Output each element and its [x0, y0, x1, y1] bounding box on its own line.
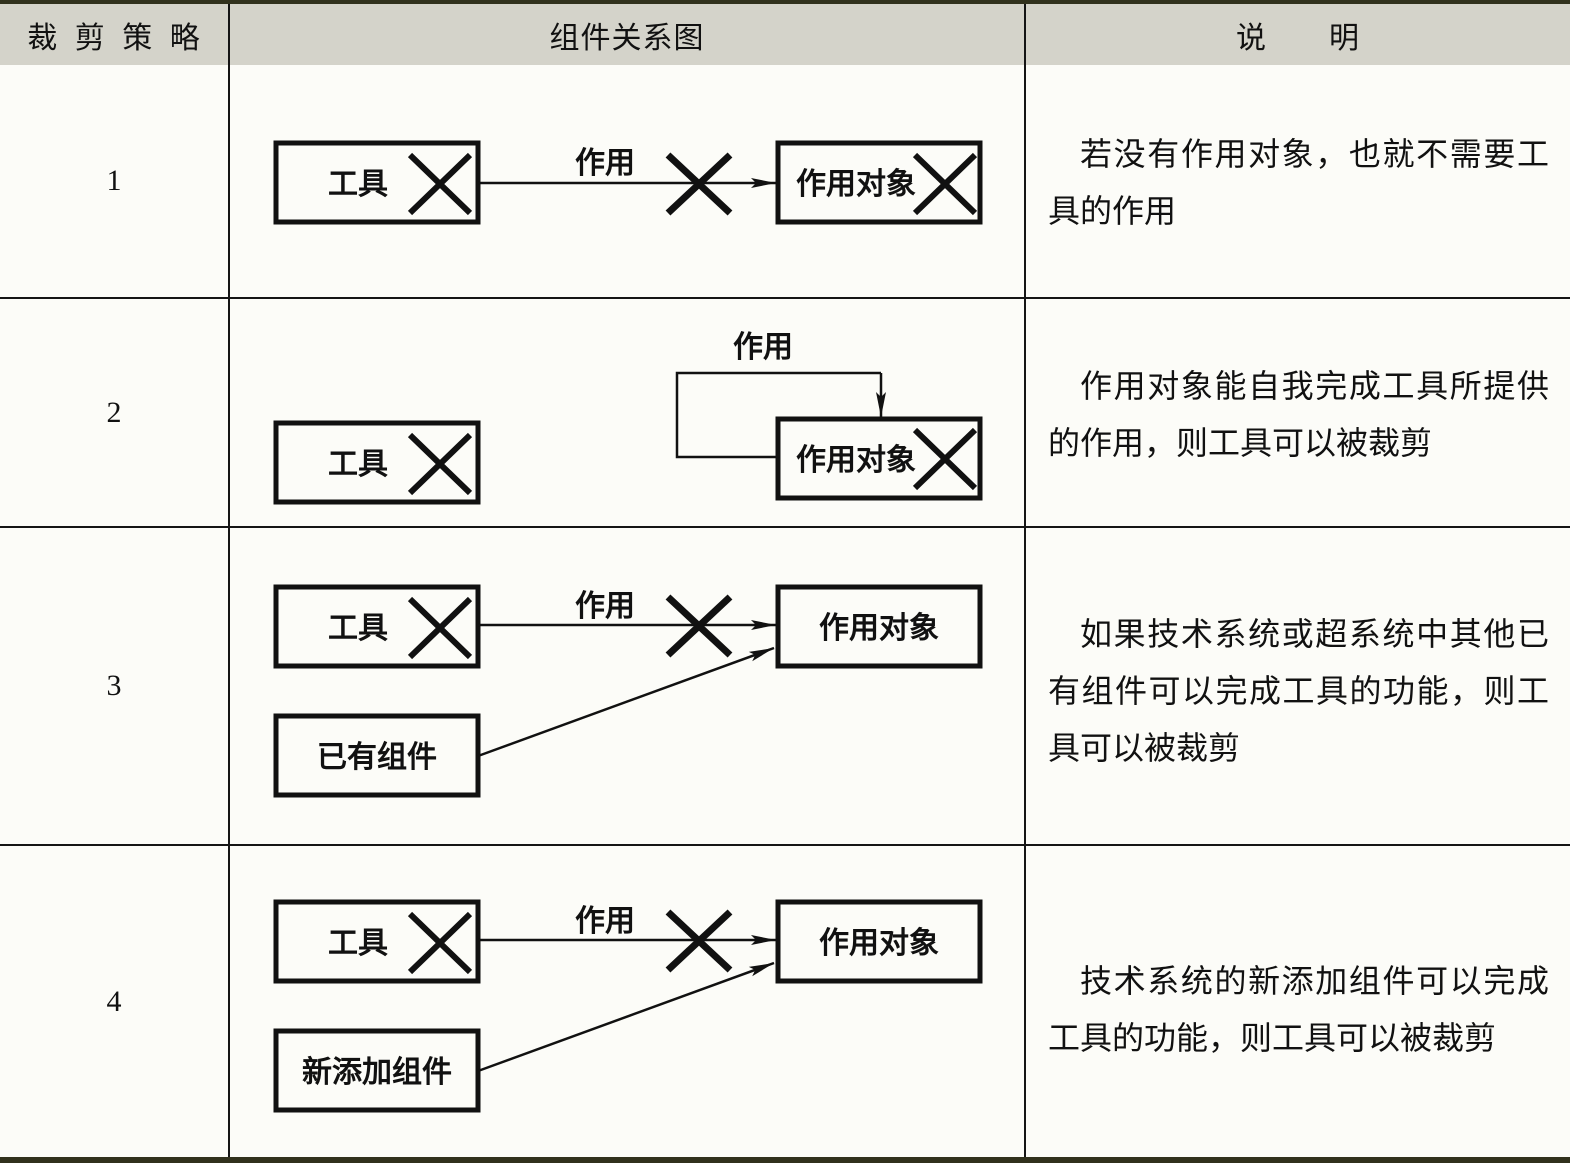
header-diagram: 组件关系图: [230, 4, 1026, 65]
action-removed-x-icon: [665, 594, 733, 658]
diagram-existing-component: 工具 作用 作用对象 已有组件: [273, 584, 983, 798]
row2-diagram-cell: 工具 作用 作用对象: [230, 299, 1026, 528]
tool-box: [273, 584, 481, 669]
object-box-label: 作用对象: [796, 444, 916, 477]
object-box-label: 作用对象: [819, 927, 939, 960]
object-box-label: 作用对象: [819, 612, 939, 645]
diagram-new-component: 工具 作用 作用对象 新添加组件: [273, 899, 983, 1113]
object-trimmed-x-icon: [912, 427, 978, 491]
action-label: 作用: [575, 147, 635, 180]
tool-trimmed-x-icon: [407, 911, 473, 975]
action-removed-x-icon: [665, 909, 733, 973]
action-label: 作用: [733, 331, 793, 364]
tool-box: [273, 899, 481, 984]
strategy-number: 4: [106, 984, 122, 1018]
self-action-loop-line: [675, 371, 881, 459]
replacement-action-arrow: [477, 961, 775, 1073]
new-component-label: 新添加组件: [302, 1055, 452, 1089]
tool-box-label: 工具: [328, 168, 388, 201]
header-note: 说 明: [1026, 4, 1570, 65]
note-text: 作用对象能自我完成工具所提供的作用，则工具可以被裁剪: [1048, 368, 1549, 461]
object-box: [775, 584, 983, 669]
row4-diagram-cell: 工具 作用 作用对象 新添加组件: [230, 846, 1026, 1157]
tool-trimmed-x-icon: [407, 432, 473, 496]
tool-box: [273, 420, 481, 505]
object-box-label: 作用对象: [796, 168, 916, 201]
strategy-number: 3: [106, 669, 122, 702]
object-trimmed-x-icon: [912, 152, 978, 216]
row1-number-cell: 1: [0, 65, 230, 299]
row1-note-cell: 若没有作用对象，也就不需要工具的作用: [1026, 65, 1570, 299]
note-text: 若没有作用对象，也就不需要工具的作用: [1048, 136, 1549, 229]
header-strategy-label: 裁 剪 策 略: [27, 21, 201, 55]
row4-note-cell: 技术系统的新添加组件可以完成工具的功能，则工具可以被裁剪: [1026, 846, 1570, 1157]
header-diagram-label: 组件关系图: [549, 21, 705, 55]
object-box: [775, 140, 983, 225]
strategy-number: 2: [106, 395, 122, 429]
action-label: 作用: [575, 905, 635, 938]
object-box: [775, 899, 983, 984]
row3-number-cell: 3: [0, 528, 230, 846]
row3-diagram-cell: 工具 作用 作用对象 已有组件: [230, 528, 1026, 846]
row1-diagram-cell: 工具 作用 作用对象: [230, 65, 1026, 299]
tool-trimmed-x-icon: [407, 152, 473, 216]
strategy-number: 1: [106, 164, 122, 197]
header-note-label: 说 明: [1236, 21, 1360, 55]
existing-component-label: 已有组件: [317, 740, 437, 774]
tool-trimmed-x-icon: [407, 596, 473, 660]
row2-number-cell: 2: [0, 299, 230, 528]
diagram-self-action: 工具 作用 作用对象: [273, 331, 983, 505]
row3-note-cell: 如果技术系统或超系统中其他已有组件可以完成工具的功能，则工具可以被裁剪: [1026, 528, 1570, 846]
note-text: 如果技术系统或超系统中其他已有组件可以完成工具的功能，则工具可以被裁剪: [1048, 616, 1549, 766]
tool-box-label: 工具: [328, 448, 388, 481]
note-text: 技术系统的新添加组件可以完成工具的功能，则工具可以被裁剪: [1048, 963, 1549, 1056]
diagram-direct-action: 工具 作用 作用对象: [273, 140, 983, 225]
tool-box-label: 工具: [328, 927, 388, 960]
row2-note-cell: 作用对象能自我完成工具所提供的作用，则工具可以被裁剪: [1026, 299, 1570, 528]
replacement-action-arrow: [477, 646, 775, 758]
header-strategy: 裁 剪 策 略: [0, 4, 230, 65]
action-removed-x-icon: [665, 152, 733, 216]
action-label: 作用: [575, 590, 635, 623]
row4-number-cell: 4: [0, 846, 230, 1157]
object-box: [775, 416, 983, 501]
tool-box-label: 工具: [328, 612, 388, 645]
